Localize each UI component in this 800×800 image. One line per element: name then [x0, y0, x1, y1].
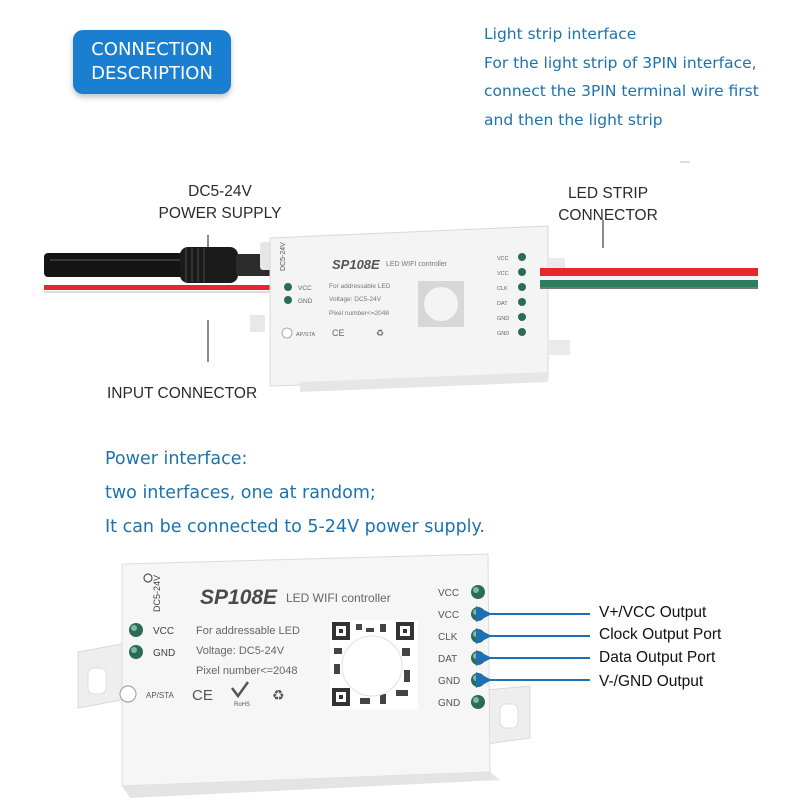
gnd-in-label: GND [153, 648, 175, 659]
recycle-small: ♻ [376, 328, 384, 338]
desc-line-3: Pixel number<=2048 [196, 665, 298, 677]
led-strip-label: LED STRIP CONNECTOR [528, 183, 688, 227]
connection-description-badge: CONNECTION DESCRIPTION [73, 30, 231, 94]
power-note-line: It can be connected to 5-24V power suppl… [105, 517, 485, 537]
dc-cable [44, 253, 186, 277]
recycle-icon: ♻ [272, 687, 285, 703]
output-label-data: Data Output Port [599, 649, 716, 666]
pin-label-small: VCC [497, 256, 509, 262]
vcc-in-label-small: VCC [298, 285, 312, 292]
gnd-in-label-small: GND [298, 298, 313, 305]
bottom-controller: DC5-24V SP108E LED WIFI controller VCC G… [77, 553, 590, 798]
pin-label-small: GND [497, 331, 509, 337]
model-small: SP108E [332, 257, 380, 272]
pin-label-small: VCC [497, 271, 509, 277]
mode-small: AP/STA [296, 332, 315, 338]
output-label-gnd: V-/GND Output [599, 673, 704, 690]
vcc-in-terminal-small [284, 283, 292, 291]
desc-line-1: For addressable LED [196, 625, 300, 637]
desc3-small: Pixel number<=2048 [329, 310, 389, 317]
subtitle-small: LED WIFI controller [386, 261, 448, 268]
dc-power-label-line1: DC5-24V [188, 183, 252, 200]
vcc-in-label: VCC [153, 626, 174, 637]
pin-label-gnd-1: GND [438, 676, 460, 687]
output-label-vcc: V+/VCC Output [599, 604, 707, 621]
pin-label-gnd-2: GND [438, 698, 460, 709]
badge-line-1: CONNECTION [91, 39, 213, 60]
polarity-icon [143, 573, 153, 583]
strip-note-line: connect the 3PIN terminal wire first [484, 82, 759, 100]
led-green-wire [540, 280, 758, 287]
pin-label-small: CLK [497, 286, 508, 292]
input-connector-label: INPUT CONNECTOR [107, 385, 258, 402]
qr-code [330, 620, 418, 710]
pin-label-small: GND [497, 316, 509, 322]
ap-sta-button [119, 685, 137, 703]
led-strip-label-line1: LED STRIP [567, 185, 649, 202]
power-note: Power interface: two interfaces, one at … [105, 442, 485, 544]
ce-mark: CE [192, 687, 213, 704]
controller-body [121, 553, 491, 787]
input-red-wire [44, 285, 284, 290]
strip-note-line: and then the light strip [484, 110, 663, 129]
desc1-small: For addressable LED [329, 283, 391, 290]
ce-small: CE [332, 328, 345, 338]
model-subtitle: LED WIFI controller [286, 591, 391, 605]
output-label-clock: Clock Output Port [599, 626, 722, 643]
gnd-in-terminal-small [284, 296, 292, 304]
strip-note-line: Light strip interface [484, 25, 637, 43]
pin-label-dat: DAT [438, 654, 457, 665]
pin-label-small: DAT [497, 301, 508, 307]
desc2-small: Voltage: DC5-24V [329, 296, 382, 303]
pin-label-vcc-2: VCC [438, 610, 459, 621]
led-red-wire [540, 268, 758, 276]
desc-line-2: Voltage: DC5-24V [196, 645, 285, 657]
dc-power-label-line2: POWER SUPPLY [158, 205, 282, 222]
led-strip-label-line2: CONNECTOR [558, 207, 658, 224]
dc-jack [180, 247, 238, 283]
dc-marking: DC5-24V [152, 575, 162, 612]
rohs-mark: RoHS [234, 702, 250, 708]
power-note-line: Power interface: [105, 449, 248, 469]
dc-power-label: DC5-24V POWER SUPPLY [140, 181, 300, 225]
model-name: SP108E [200, 586, 278, 609]
top-wiring-diagram: DC5-24V SP108E LED WIFI controller VCC G… [44, 161, 758, 392]
mode-label: AP/STA [146, 691, 175, 700]
badge-line-2: DESCRIPTION [91, 63, 213, 84]
pin-label-clk: CLK [438, 632, 458, 643]
strip-note: Light strip interface For the light stri… [484, 20, 759, 134]
pin-label-vcc-1: VCC [438, 588, 459, 599]
rohs-check-icon [231, 681, 250, 699]
dc-marking-small: DC5-24V [280, 242, 287, 271]
power-note-line: two interfaces, one at random; [105, 483, 376, 503]
strip-note-line: For the light strip of 3PIN interface, [484, 53, 757, 72]
